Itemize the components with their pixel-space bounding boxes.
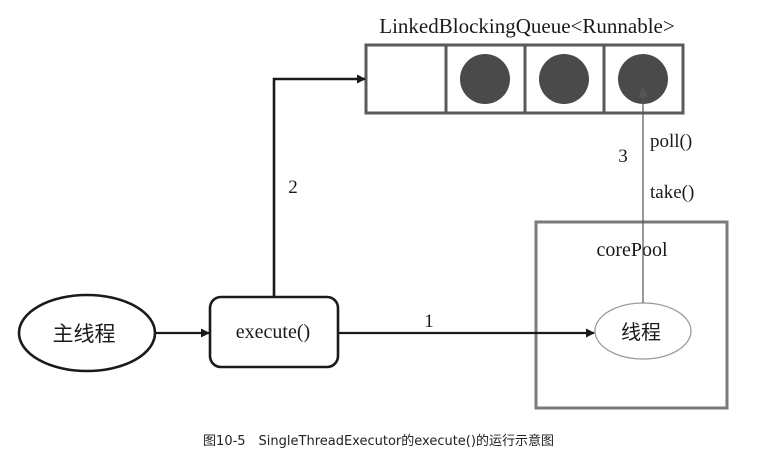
task-ball [618, 54, 668, 104]
queue-label: LinkedBlockingQueue<Runnable> [379, 14, 674, 38]
task-ball [460, 54, 510, 104]
step-1-label: 1 [424, 311, 434, 332]
queue-slot-empty [364, 43, 448, 115]
core-pool-label: corePool [596, 239, 668, 261]
worker-thread-label: 线程 [621, 320, 661, 344]
figure-caption: 图10-5 SingleThreadExecutor的execute()的运行示… [203, 434, 554, 449]
task-ball [539, 54, 589, 104]
step-3-label: 3 [618, 146, 628, 167]
step-2-label: 2 [288, 177, 298, 198]
take-label: take() [650, 182, 694, 203]
arrow-execute-to-queue [272, 74, 366, 297]
poll-label: poll() [650, 131, 692, 152]
core-pool-box [534, 220, 729, 410]
main-thread-label: 主线程 [53, 322, 116, 346]
execute-label: execute() [236, 321, 310, 343]
queue [364, 43, 685, 115]
